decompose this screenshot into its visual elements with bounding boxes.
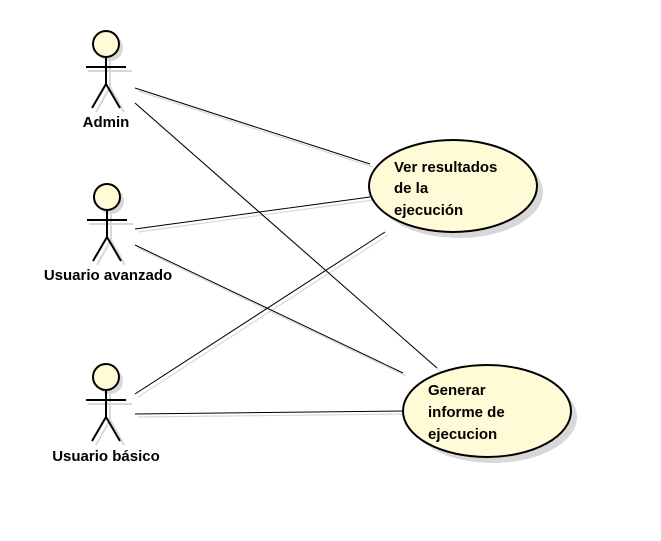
association-line[interactable] xyxy=(134,87,371,165)
actor-head xyxy=(93,183,121,211)
association-line[interactable] xyxy=(134,244,404,374)
association-line[interactable] xyxy=(134,410,404,415)
use-case-generar-informe[interactable]: Generar informe de ejecucion xyxy=(402,364,572,458)
actor-figure-icon xyxy=(86,363,126,442)
use-case-ver-resultados[interactable]: Ver resultados de la ejecución xyxy=(368,139,538,233)
use-case-ellipse xyxy=(402,364,572,458)
use-case-label-line: de la xyxy=(394,180,429,197)
actor-head xyxy=(92,30,120,58)
use-case-label-line: Ver resultados xyxy=(394,159,497,176)
association-shadow xyxy=(137,413,407,418)
actor-label: Admin xyxy=(83,114,130,131)
association-shadow xyxy=(137,234,389,398)
use-case-label-line: Generar xyxy=(428,382,486,399)
association-line[interactable] xyxy=(134,231,386,395)
actor-figure-icon xyxy=(86,30,126,109)
association-shadow xyxy=(137,90,374,168)
association-line[interactable] xyxy=(134,102,438,369)
use-case-label-line: ejecucion xyxy=(428,426,497,443)
actor-usuario-avanzado[interactable]: Usuario avanzado xyxy=(44,183,172,284)
actor-leg xyxy=(106,236,122,262)
use-case-ellipse xyxy=(368,139,538,233)
association-shadow xyxy=(137,247,407,377)
actor-leg xyxy=(91,416,107,442)
actor-admin[interactable]: Admin xyxy=(83,30,130,131)
actor-leg xyxy=(105,416,121,442)
association-shadow xyxy=(137,199,374,233)
association-layer xyxy=(134,87,438,415)
association-line[interactable] xyxy=(134,196,371,230)
actor-head xyxy=(92,363,120,391)
actor-label: Usuario básico xyxy=(52,448,160,465)
actor-leg xyxy=(105,83,121,109)
actor-label: Usuario avanzado xyxy=(44,267,172,284)
use-case-label-line: informe de xyxy=(428,404,505,421)
actor-usuario-basico[interactable]: Usuario básico xyxy=(52,363,160,465)
actor-leg xyxy=(91,83,107,109)
actor-leg xyxy=(92,236,108,262)
use-case-label-line: ejecución xyxy=(394,202,463,219)
actor-figure-icon xyxy=(87,183,127,262)
